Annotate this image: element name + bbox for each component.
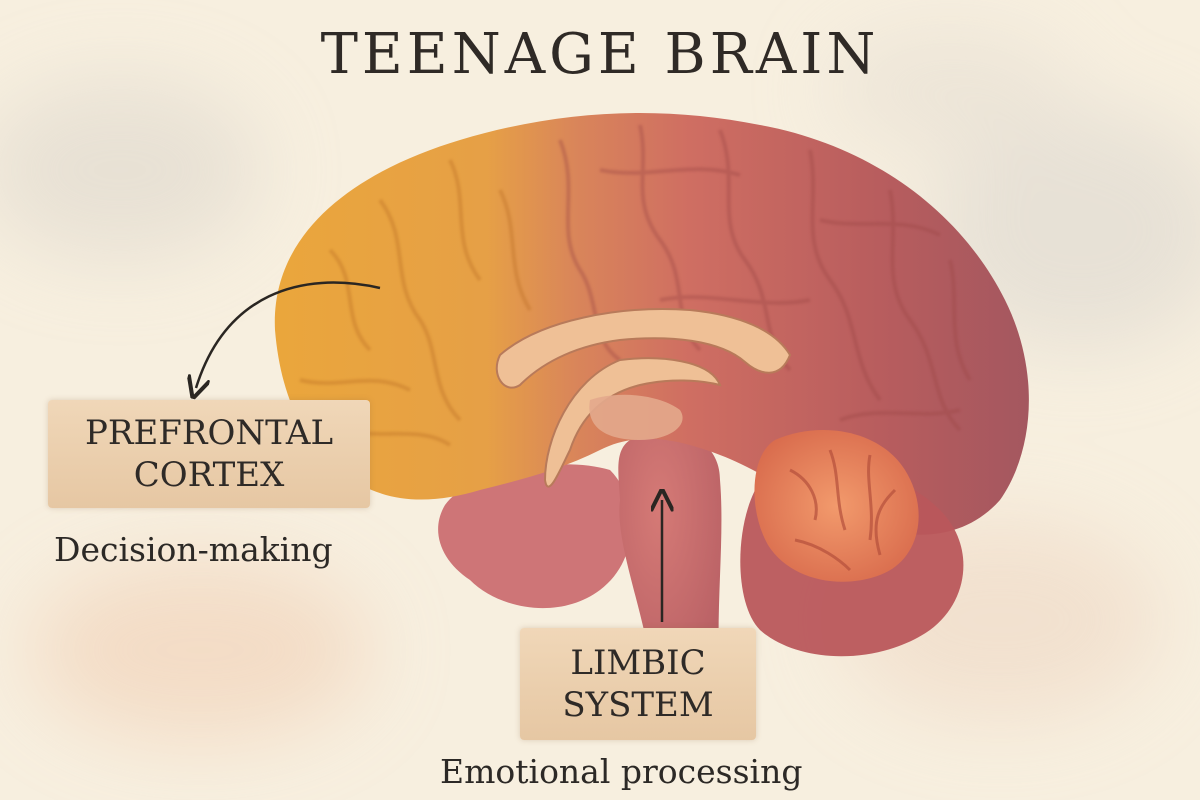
limbic-label-line2: SYSTEM xyxy=(562,685,714,725)
limbic-description: Emotional processing xyxy=(440,752,803,791)
prefrontal-cortex-label: PREFRONTAL CORTEX xyxy=(48,400,370,508)
thalamus xyxy=(589,394,683,440)
corpus-callosum xyxy=(495,308,792,389)
prefrontal-label-line2: CORTEX xyxy=(133,455,285,495)
limbic-system-label: LIMBIC SYSTEM xyxy=(520,628,756,740)
brainstem xyxy=(618,432,722,691)
temporal-lobe xyxy=(438,464,632,609)
limbic-label-line1: LIMBIC xyxy=(570,643,706,683)
prefrontal-label-line1: PREFRONTAL xyxy=(84,413,334,453)
page-title: TEENAGE BRAIN xyxy=(320,22,880,87)
prefrontal-description: Decision-making xyxy=(54,530,333,569)
prefrontal-arrow xyxy=(196,281,381,388)
